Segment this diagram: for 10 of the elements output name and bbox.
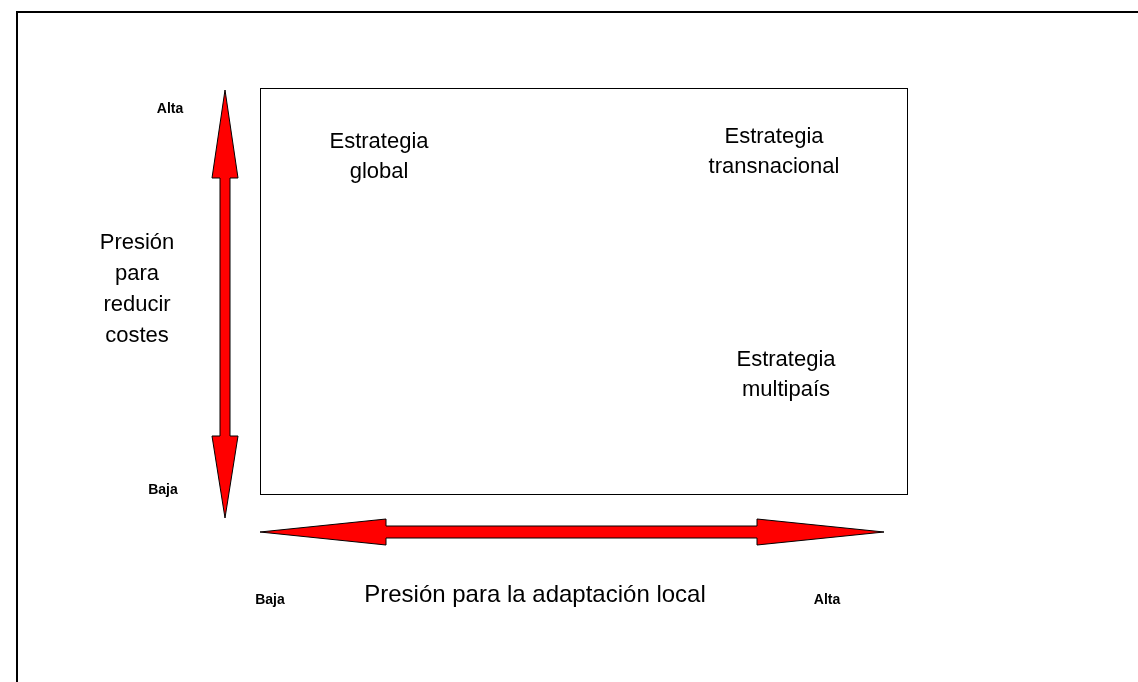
matrix-box xyxy=(260,88,908,495)
level-label: Baja xyxy=(147,481,179,497)
quadrant-label: Estrategia global xyxy=(309,126,449,186)
level-label: Alta xyxy=(155,100,185,116)
axis-title: Presión para reducir costes xyxy=(98,228,176,349)
quadrant-label: Estrategia multipaís xyxy=(706,344,866,404)
axis-title: Presión para la adaptación local xyxy=(363,580,707,608)
level-label: Baja xyxy=(254,591,286,607)
quadrant-label: Estrategia transnacional xyxy=(694,121,854,181)
level-label: Alta xyxy=(812,591,842,607)
